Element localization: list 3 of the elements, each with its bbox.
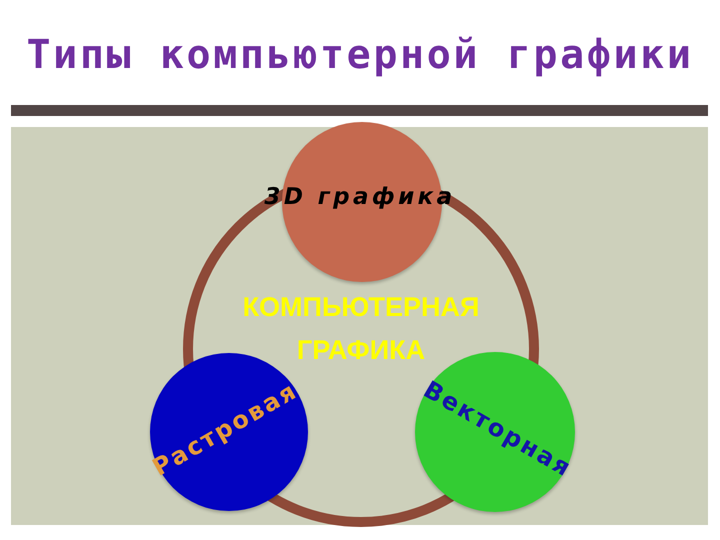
title: Типы компьютерной графики [25, 31, 695, 80]
circle-label: 3D графика [264, 183, 456, 211]
center-label: КОМПЬЮТЕРНАЯ ГРАФИКА [242, 291, 480, 367]
